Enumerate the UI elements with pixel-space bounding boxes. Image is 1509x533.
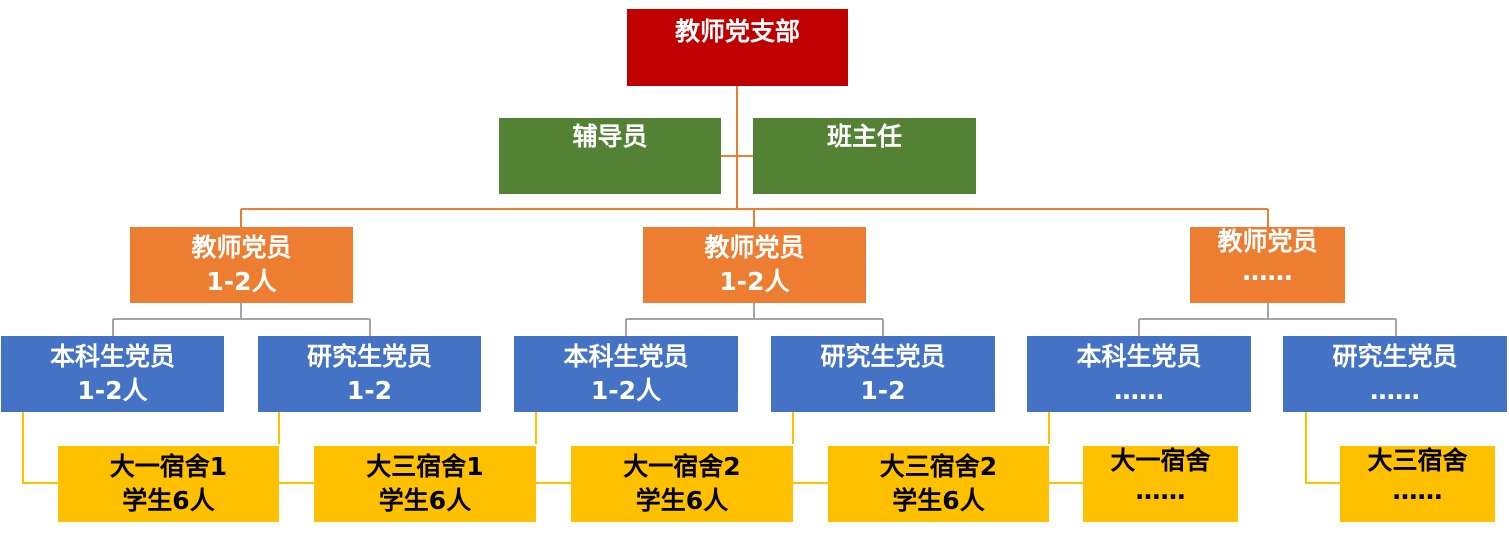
student-node-undergrad-1: 本科生党员 1-2人 <box>1 336 224 412</box>
dorm-count: 学生6人 <box>378 486 472 515</box>
connector-teacher1-students <box>112 303 371 336</box>
student-title: 本科生党员 <box>563 342 689 371</box>
student-count: 1-2人 <box>77 376 148 405</box>
student-title: 本科生党员 <box>49 342 175 371</box>
student-node-undergrad-2: 本科生党员 1-2人 <box>514 336 738 412</box>
student-count: 1-2 <box>346 376 393 405</box>
dorm-title: 大一宿舍 <box>1110 446 1211 475</box>
dorm-node-2: 大三宿舍1 学生6人 <box>314 446 536 522</box>
advisor-node-class-teacher: 班主任 <box>753 118 976 194</box>
student-title: 研究生党员 <box>1332 342 1458 371</box>
student-count: 1-2人 <box>590 376 662 405</box>
dorm-node-4: 大三宿舍2 学生6人 <box>828 446 1049 522</box>
teacher-node-1: 教师党员 1-2人 <box>130 227 353 303</box>
dorm-node-6: 大三宿舍 …… <box>1340 446 1495 522</box>
advisor-label: 辅导员 <box>572 122 648 151</box>
student-title: 本科生党员 <box>1076 342 1202 371</box>
student-node-grad-2: 研究生党员 1-2 <box>771 336 995 412</box>
teacher-title: 教师党员 <box>191 233 292 262</box>
dorm-node-1: 大一宿舍1 学生6人 <box>58 446 279 522</box>
dorm-node-3: 大一宿舍2 学生6人 <box>571 446 793 522</box>
dorm-node-5: 大一宿舍 …… <box>1083 446 1238 522</box>
dorm-title: 大三宿舍2 <box>879 452 998 481</box>
teacher-title: 教师党员 <box>1217 227 1318 256</box>
teacher-node-3: 教师党员 …… <box>1190 227 1345 303</box>
connector-teacher3-students <box>1138 303 1397 336</box>
teacher-title: 教师党员 <box>704 233 805 262</box>
student-title: 研究生党员 <box>820 342 946 371</box>
dorm-title: 大三宿舍1 <box>366 452 484 481</box>
dorm-title: 大一宿舍2 <box>623 452 741 481</box>
student-node-grad-3: 研究生党员 …… <box>1283 336 1507 412</box>
student-count: …… <box>1114 376 1164 405</box>
student-count: …… <box>1370 376 1420 405</box>
connector-student6-dorm <box>1305 412 1340 484</box>
advisor-label: 班主任 <box>826 122 902 151</box>
connector-teacher2-students <box>625 303 884 336</box>
student-node-undergrad-3: 本科生党员 …… <box>1027 336 1251 412</box>
student-title: 研究生党员 <box>306 342 432 371</box>
teacher-count: 1-2人 <box>719 267 790 296</box>
teacher-count: …… <box>1242 257 1293 286</box>
dorm-count: 学生6人 <box>892 486 985 515</box>
root-label: 教师党支部 <box>674 17 800 46</box>
student-count: 1-2 <box>860 376 906 405</box>
root-node: 教师党支部 <box>627 9 848 86</box>
teacher-node-2: 教师党员 1-2人 <box>643 227 866 303</box>
connector-student1-dorm <box>22 412 58 484</box>
dorm-title: 大一宿舍1 <box>109 452 228 481</box>
dorm-count: …… <box>1392 476 1443 505</box>
connector-teacher-bus <box>240 208 1269 227</box>
dorm-count: …… <box>1135 476 1186 505</box>
dorm-count: 学生6人 <box>635 486 729 515</box>
advisor-node-counselor: 辅导员 <box>499 118 721 194</box>
teacher-count: 1-2人 <box>206 267 277 296</box>
student-node-grad-1: 研究生党员 1-2 <box>258 336 481 412</box>
dorm-count: 学生6人 <box>122 486 215 515</box>
dorm-title: 大三宿舍 <box>1367 446 1468 475</box>
